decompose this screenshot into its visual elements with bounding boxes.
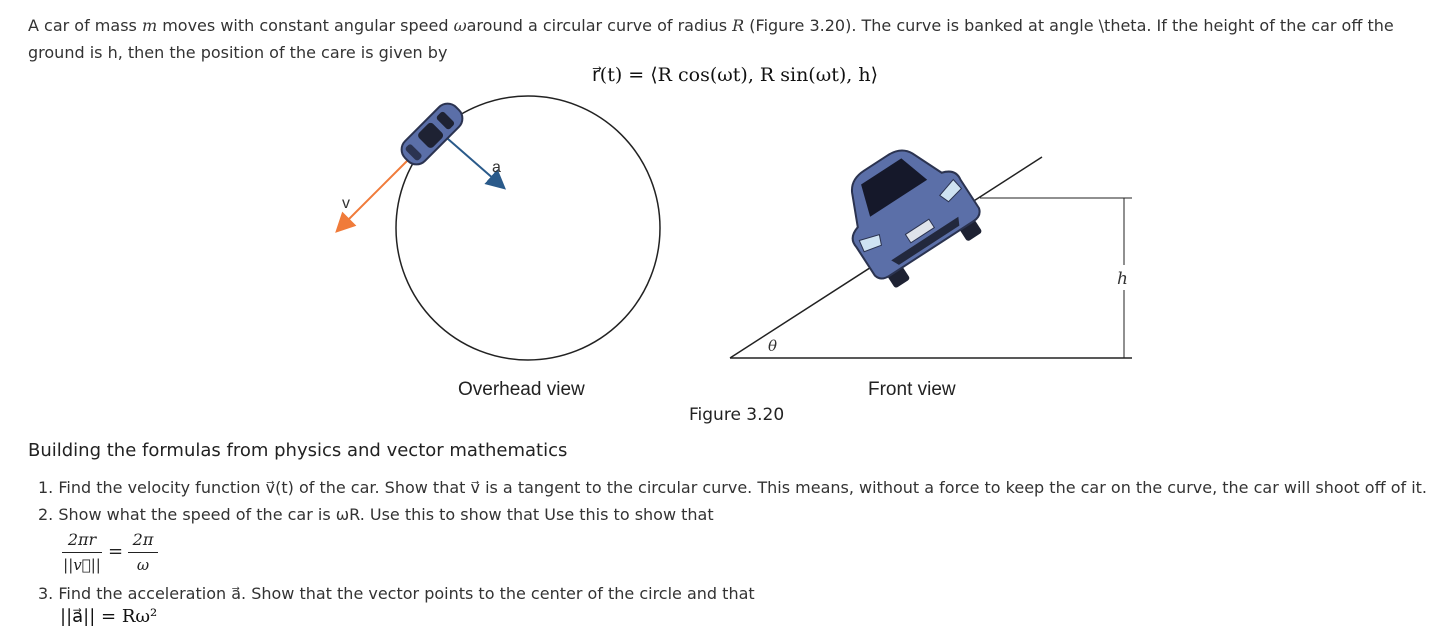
figure-caption: Figure 3.20 <box>689 405 785 425</box>
car-front-icon <box>850 149 982 288</box>
intro-text-3: around a circular curve of radius <box>466 16 733 35</box>
label-theta: θ <box>768 337 777 355</box>
list-item-2: 2. Show what the speed of the car is ωR.… <box>38 505 714 524</box>
label-a: a <box>492 159 501 176</box>
fraction-right-denominator: ω <box>136 556 150 574</box>
mass-symbol: m <box>141 16 158 35</box>
radius-symbol: R <box>732 16 745 35</box>
acceleration-equation: ||a⃗|| = Rω² <box>60 606 158 627</box>
intro-paragraph: A car of mass m moves with constant angu… <box>28 12 1434 66</box>
equals-sign: = <box>108 541 124 562</box>
list-item-1: 1. Find the velocity function v⃗(t) of t… <box>38 478 1427 497</box>
front-view-label: Front view <box>868 379 956 400</box>
fraction-right-numerator: 2π <box>132 530 154 549</box>
fraction-left-numerator: 2πr <box>67 530 97 549</box>
section-heading: Building the formulas from physics and v… <box>28 440 568 461</box>
task-list-continued: 3. Find the acceleration a⃗. Show that t… <box>38 580 1434 607</box>
intro-text-4: (Figure 3.20). The curve is banked at an… <box>28 16 1394 62</box>
task-list: 1. Find the velocity function v⃗(t) of t… <box>38 474 1434 528</box>
circular-path <box>395 95 661 361</box>
period-equation: 2πr ||v⃗|| = 2π ω <box>62 530 182 582</box>
position-equation: r⃗(t) = ⟨R cos(ωt), R sin(ωt), h⟩ <box>592 64 878 86</box>
car-top-icon <box>400 102 464 166</box>
acceleration-arrow <box>439 131 507 190</box>
label-h: h <box>1117 269 1128 289</box>
omega-symbol: ω <box>453 16 467 35</box>
label-v: v <box>342 195 350 212</box>
fraction-left-denominator: ||v⃗|| <box>63 556 101 574</box>
intro-text-1: A car of mass <box>28 16 142 35</box>
list-item-3: 3. Find the acceleration a⃗. Show that t… <box>38 584 755 603</box>
figure-3-20: v a h θ <box>335 95 1132 361</box>
velocity-arrow <box>335 157 411 233</box>
intro-text-2: moves with constant angular speed <box>157 16 454 35</box>
overhead-view-label: Overhead view <box>458 379 585 400</box>
